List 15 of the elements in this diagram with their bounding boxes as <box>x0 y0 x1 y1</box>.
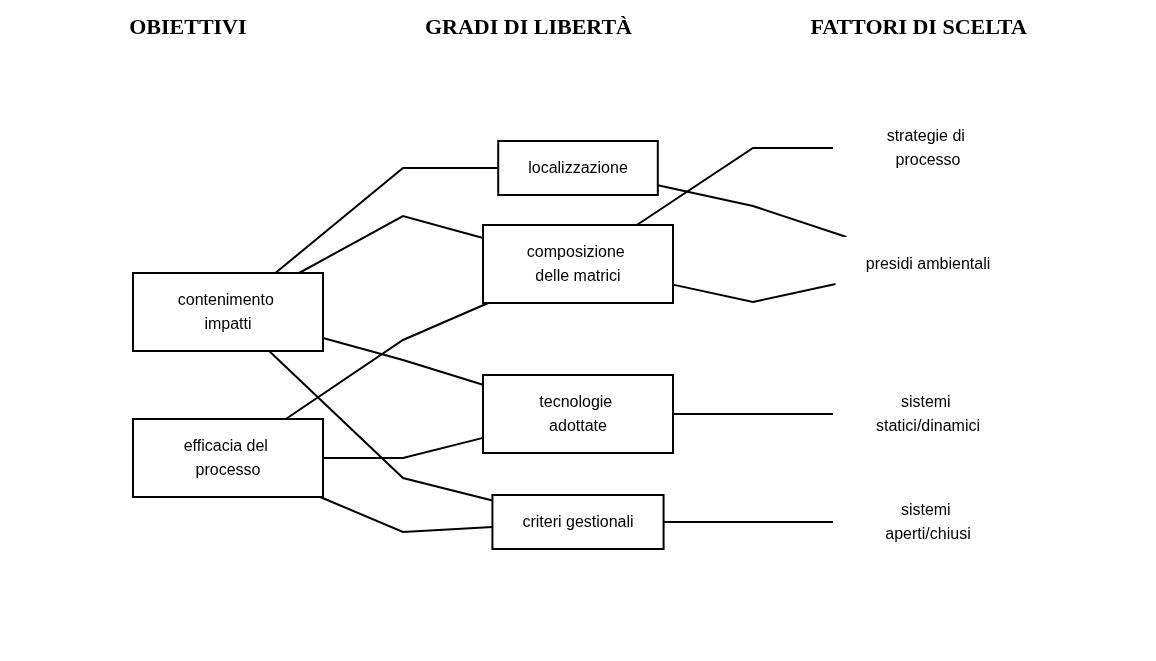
node-box: contenimento impatti <box>132 272 324 352</box>
node-box: localizzazione <box>497 140 659 196</box>
node-box: criteri gestionali <box>491 494 665 550</box>
column-heading: OBIETTIVI <box>129 14 247 40</box>
connector <box>298 214 484 274</box>
node-box: tecnologie adottate <box>482 374 674 454</box>
connector <box>635 147 834 226</box>
node-box: composizione delle matrici <box>482 224 674 304</box>
node-box: efficacia del processo <box>132 418 324 498</box>
node-text: sistemi statici/dinamici <box>875 393 981 434</box>
column-heading: FATTORI DI SCELTA <box>810 14 1027 40</box>
column-heading: GRADI DI LIBERTÀ <box>424 14 632 40</box>
node-text: strategie di processo <box>886 127 965 168</box>
node-text: presidi ambientali <box>865 255 991 272</box>
node-text: sistemi aperti/chiusi <box>885 501 971 542</box>
